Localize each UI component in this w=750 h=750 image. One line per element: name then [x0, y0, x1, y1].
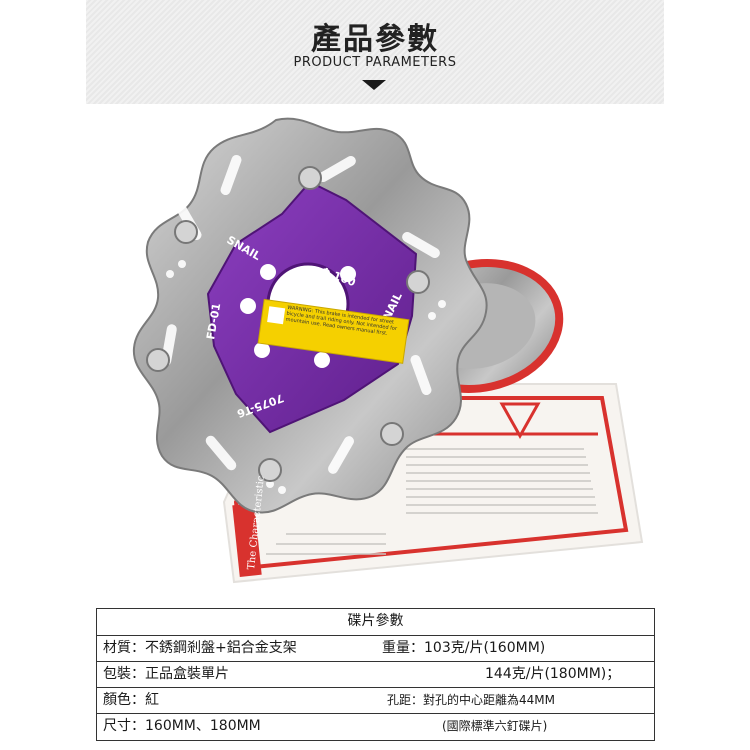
warning-sticker: WARNING: This brake is intended for stre…: [257, 298, 410, 364]
down-arrow-icon: [362, 80, 386, 90]
page-title: 產品參數: [311, 22, 439, 57]
hole-distance-cell: 孔距：對孔的中心距離為44MM: [387, 693, 555, 707]
rotor-bolts: [146, 166, 430, 482]
weight-cell: 重量：103克/片(160MM): [382, 640, 546, 656]
table-row: 尺寸：160MM、180MM (國際標準六釘碟片): [97, 713, 654, 739]
color-cell: 顏色：紅: [103, 692, 159, 708]
rotor-marking-model: FD-01: [204, 302, 223, 340]
size-cell: 尺寸：160MM、180MM: [103, 718, 261, 734]
spec-table: 碟片參數 材質：不銹鋼剎盤+鋁合金支架 重量：103克/片(160MM) 包裝：…: [96, 608, 655, 741]
table-header-row: 碟片參數: [97, 609, 654, 635]
table-row: 材質：不銹鋼剎盤+鋁合金支架 重量：103克/片(160MM): [97, 635, 654, 661]
package-cell: 包裝：正品盒裝單片: [103, 666, 229, 682]
table-row: 顏色：紅 孔距：對孔的中心距離為44MM: [97, 687, 654, 713]
material-cell: 材質：不銹鋼剎盤+鋁合金支架: [103, 640, 297, 656]
weight-180-cell: 144克/片(180MM)；: [485, 666, 621, 682]
product-photo: SNAIL FD-01 Φ 160 7075-T6 SNAIL WARNING:…: [132, 117, 644, 584]
table-row: 包裝：正品盒裝單片 144克/片(180MM)；: [97, 661, 654, 687]
page-subtitle: PRODUCT PARAMETERS: [293, 55, 457, 70]
table-title: 碟片參數: [347, 613, 404, 629]
standard-note-cell: (國際標準六釘碟片): [442, 719, 548, 733]
